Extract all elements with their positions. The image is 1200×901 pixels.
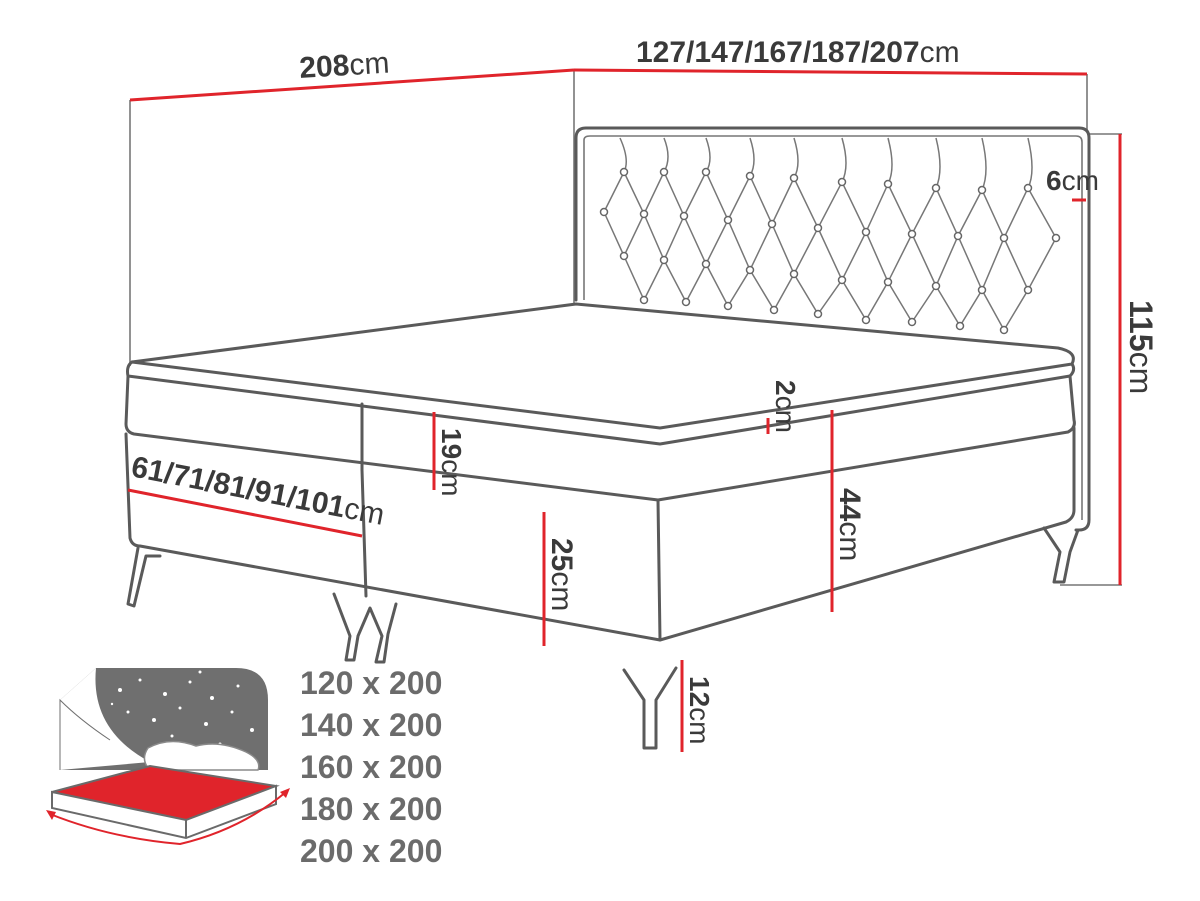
label-topper-height: 2cm xyxy=(770,380,801,433)
guide-lines xyxy=(129,70,1122,586)
headboard xyxy=(574,126,1091,532)
svg-text:25cm: 25cm xyxy=(545,538,578,611)
width-value: 127/147/167/187/207 xyxy=(636,36,920,69)
label-sleep-height: 44cm xyxy=(833,488,866,561)
label-width: 127/147/167/187/207cm xyxy=(636,36,960,69)
svg-text:12cm: 12cm xyxy=(684,676,715,744)
size-item: 120 x 200 xyxy=(300,665,442,701)
svg-text:61/71/81/91/101cm: 61/71/81/91/101cm xyxy=(129,450,387,531)
leg-height-unit: cm xyxy=(684,707,715,744)
width-arrow-icon xyxy=(49,791,287,846)
topper-height-unit: cm xyxy=(770,396,801,433)
label-headboard-thickness: 6cm xyxy=(1046,165,1099,196)
label-length: 208cm xyxy=(298,47,390,85)
sleep-height-value: 44 xyxy=(833,488,866,522)
headboard-tufting xyxy=(603,137,1057,332)
length-value: 208 xyxy=(298,49,350,85)
total-height-unit: cm xyxy=(1123,352,1159,395)
headboard-thickness-unit: cm xyxy=(1062,165,1099,196)
sleep-height-unit: cm xyxy=(833,521,866,561)
half-width-unit: cm xyxy=(342,492,388,532)
headboard-thickness-value: 6 xyxy=(1046,165,1062,196)
label-box-height: 25cm xyxy=(545,538,578,611)
width-unit: cm xyxy=(920,36,960,69)
box-height-unit: cm xyxy=(545,571,578,611)
tufting-buttons xyxy=(599,167,1061,335)
topper-height-value: 2 xyxy=(770,380,801,396)
svg-text:127/147/167/187/207cm: 127/147/167/187/207cm xyxy=(636,36,960,69)
mattress-height-value: 19 xyxy=(436,428,467,459)
label-half-width: 61/71/81/91/101cm xyxy=(129,450,387,531)
svg-text:2cm: 2cm xyxy=(770,380,801,433)
svg-text:44cm: 44cm xyxy=(833,488,866,561)
svg-text:208cm: 208cm xyxy=(298,47,390,85)
label-leg-height: 12cm xyxy=(684,676,715,744)
box-base xyxy=(124,426,1076,642)
box-height-value: 25 xyxy=(545,538,578,571)
mattress-height-unit: cm xyxy=(436,459,467,496)
dimension-lines xyxy=(127,68,1122,752)
bed-legs xyxy=(126,526,1080,750)
svg-text:115cm: 115cm xyxy=(1123,300,1159,394)
leg-height-value: 12 xyxy=(684,676,715,707)
mattress-topper xyxy=(126,302,1076,446)
size-list: 120 x 200 140 x 200 160 x 200 180 x 200 … xyxy=(300,665,442,869)
svg-text:6cm: 6cm xyxy=(1046,165,1099,196)
total-height-value: 115 xyxy=(1123,300,1159,352)
label-mattress-height: 19cm xyxy=(436,428,467,496)
svg-text:19cm: 19cm xyxy=(436,428,467,496)
size-item: 160 x 200 xyxy=(300,749,442,785)
size-item: 140 x 200 xyxy=(300,707,442,743)
mattress-icon xyxy=(46,668,290,846)
size-item: 180 x 200 xyxy=(300,791,442,827)
size-item: 200 x 200 xyxy=(300,833,442,869)
length-unit: cm xyxy=(348,47,390,82)
label-total-height: 115cm xyxy=(1123,300,1159,394)
